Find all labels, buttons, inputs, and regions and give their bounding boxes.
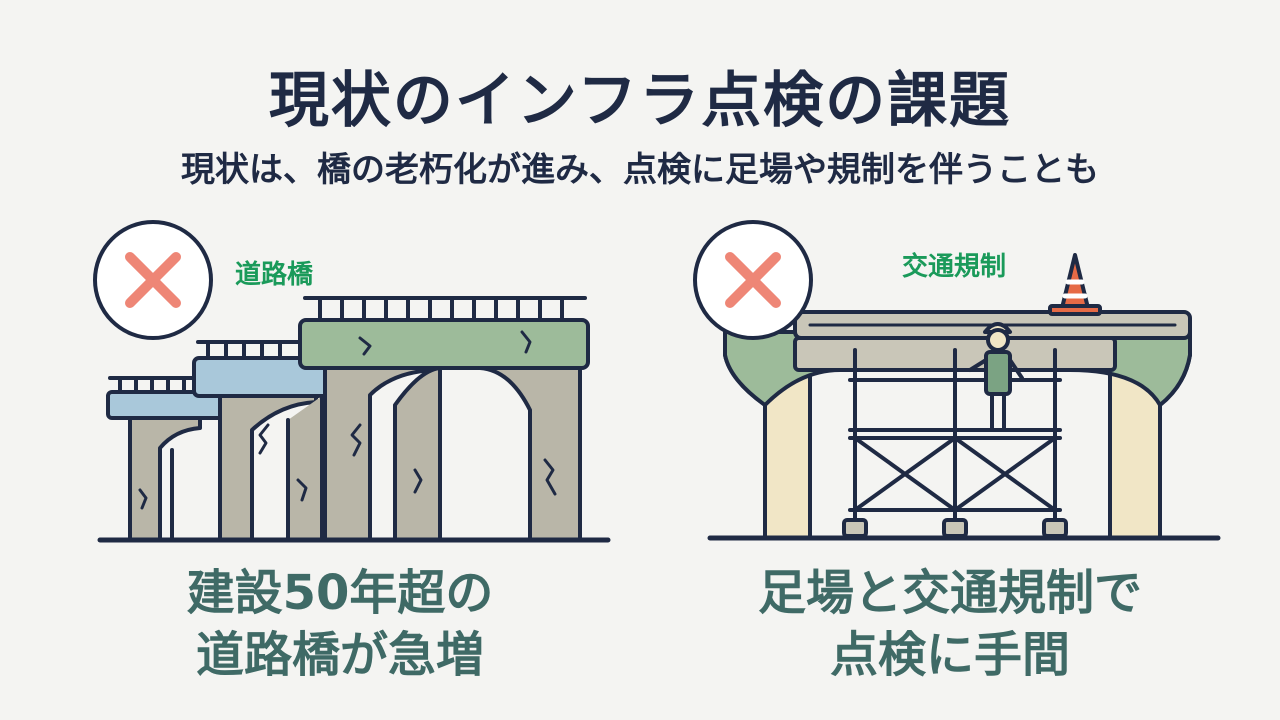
cross-badge-left — [93, 220, 213, 340]
scaffold-illustration: 交通規制 — [670, 220, 1230, 550]
traffic-cone-icon — [1048, 253, 1102, 316]
aging-bridge-svg — [93, 220, 611, 543]
caption-right-line1: 足場と交通規制で — [757, 565, 1142, 621]
scaffold-svg — [693, 220, 1221, 541]
bridge-medium — [192, 340, 336, 542]
caption-left-line2: 道路橋が急増 — [195, 627, 484, 683]
bridge-small — [106, 376, 230, 542]
cross-icon — [695, 222, 811, 338]
page-title: 現状のインフラ点検の課題 — [268, 66, 1012, 136]
caption-left-line1: 建設50年超の — [186, 565, 494, 621]
caption-right-line2: 点検に手間 — [829, 627, 1070, 683]
caption-aging-bridges: 建設50年超の 道路橋が急増 — [60, 562, 620, 686]
bridge-large — [298, 296, 590, 542]
cross-icon — [95, 222, 211, 338]
cross-badge-right — [693, 220, 813, 340]
caption-scaffold-regulation: 足場と交通規制で 点検に手間 — [670, 562, 1230, 686]
tag-road-bridge: 道路橋 — [235, 260, 314, 290]
worker-icon — [968, 322, 1024, 430]
tag-traffic-regulation: 交通規制 — [902, 252, 1007, 282]
scaffolding — [842, 348, 1068, 538]
aging-bridge-illustration: 道路橋 — [60, 220, 620, 550]
page-subtitle: 現状は、橋の老朽化が進み、点検に足場や規制を伴うことも — [181, 150, 1099, 190]
